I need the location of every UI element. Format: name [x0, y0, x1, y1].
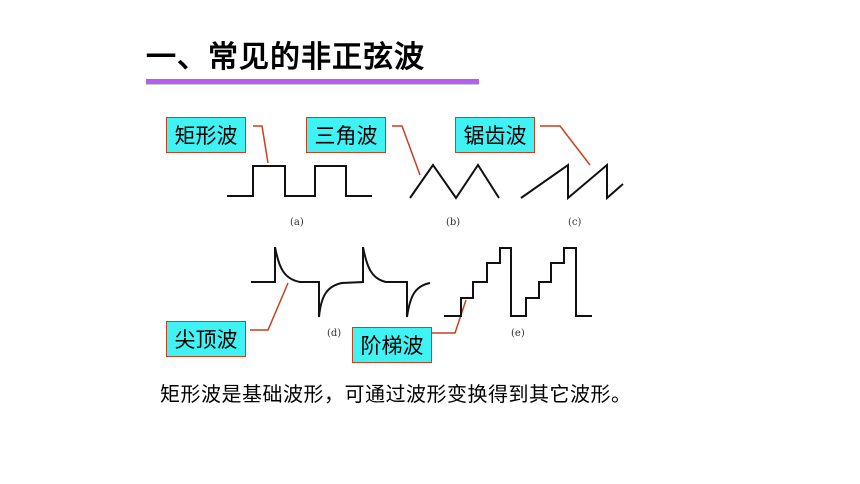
- spike-wave: [251, 246, 431, 318]
- triangle-wave: [409, 163, 500, 200]
- triangle-leader-line: [392, 125, 421, 176]
- subfigure-label-b: (b): [446, 217, 461, 228]
- spike-leader-line: [250, 282, 289, 331]
- summary-caption: 矩形波是基础波形，可通过波形变换得到其它波形。: [160, 382, 632, 406]
- sawtooth-leader-line: [540, 125, 591, 166]
- square-leader-line: [253, 125, 269, 164]
- subfigure-label-c: (c): [568, 217, 582, 228]
- title-underline: [146, 79, 479, 84]
- title-underline-shadow: [146, 84, 479, 85]
- square-wave-label: 矩形波: [166, 117, 246, 153]
- staircase-leader-line: [430, 299, 467, 334]
- staircase-wave-label: 阶梯波: [352, 327, 432, 363]
- page-title: 一、常见的非正弦波: [146, 40, 425, 75]
- spike-wave-label: 尖顶波: [166, 321, 246, 357]
- sawtooth-wave: [520, 162, 624, 201]
- square-wave: [227, 165, 372, 197]
- subfigure-label-d: (d): [327, 328, 342, 339]
- sawtooth-wave-label: 锯齿波: [455, 117, 535, 153]
- subfigure-label-a: (a): [290, 217, 304, 228]
- staircase-wave: [444, 247, 592, 317]
- subfigure-label-e: (e): [511, 328, 525, 339]
- triangle-wave-label: 三角波: [306, 117, 386, 153]
